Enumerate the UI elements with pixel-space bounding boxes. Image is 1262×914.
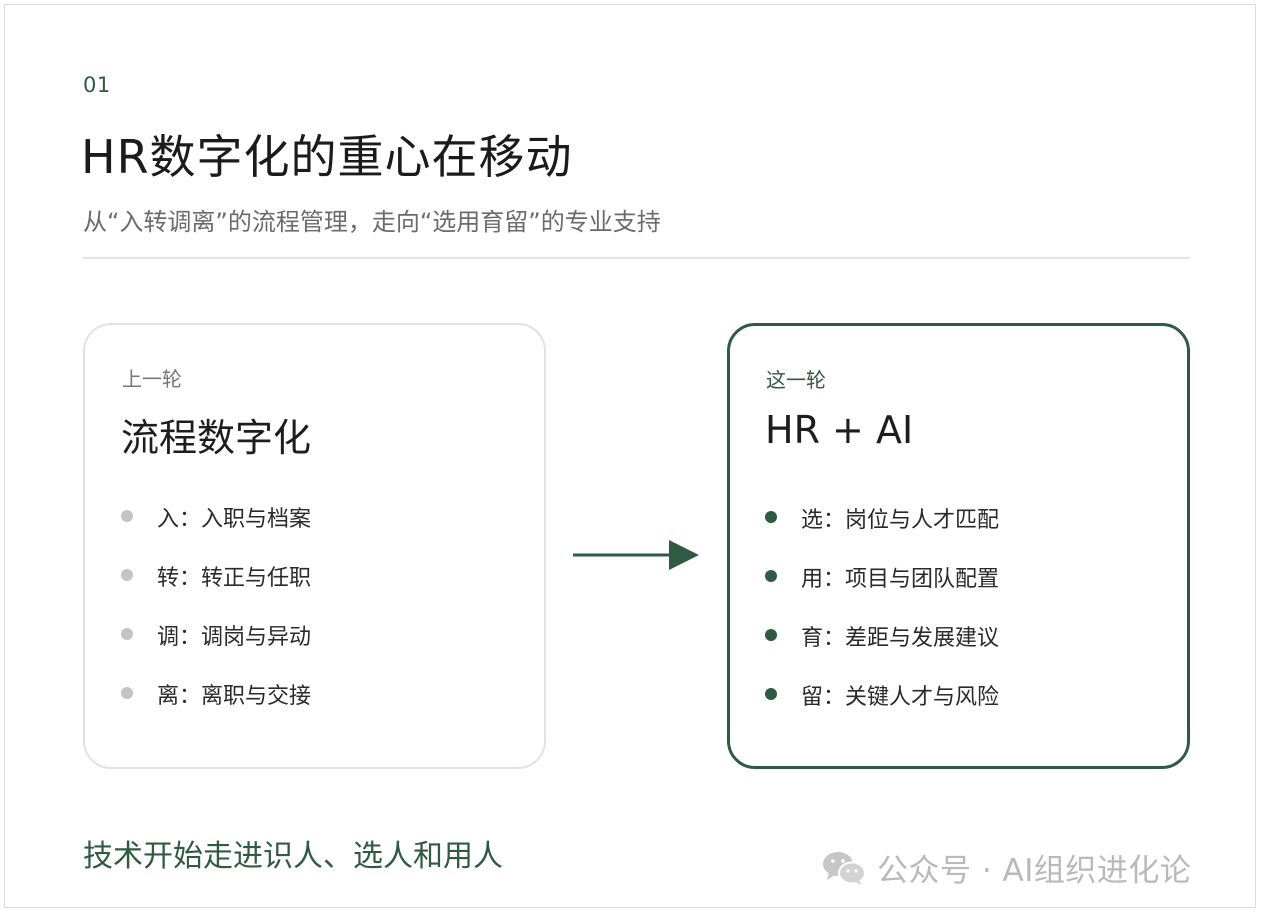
watermark-text: 公众号 · AI组织进化论 bbox=[877, 853, 1192, 889]
previous-round-card: 上一轮 流程数字化 入：入职与档案 转：转正与任职 调：调岗与异动 离：离职与交… bbox=[83, 323, 546, 769]
list-item-text: 留：关键人才与风险 bbox=[801, 685, 1000, 710]
card-list: 选：岗位与人才匹配 用：项目与团队配置 育：差距与发展建议 留：关键人才与风险 bbox=[765, 502, 999, 738]
list-item: 留：关键人才与风险 bbox=[765, 679, 999, 738]
page-subtitle: 从“入转调离”的流程管理，走向“选用育留”的专业支持 bbox=[83, 208, 661, 236]
current-round-card: 这一轮 HR + AI 选：岗位与人才匹配 用：项目与团队配置 育：差距与发展建… bbox=[727, 323, 1190, 769]
list-item-text: 调：调岗与异动 bbox=[157, 625, 312, 650]
list-item: 离：离职与交接 bbox=[121, 678, 311, 737]
card-title: 流程数字化 bbox=[121, 416, 312, 460]
list-item-text: 选：岗位与人才匹配 bbox=[801, 508, 1000, 533]
list-item: 选：岗位与人才匹配 bbox=[765, 502, 999, 561]
card-title: HR + AI bbox=[765, 408, 914, 452]
wechat-icon bbox=[823, 851, 866, 885]
bullet-dot-icon bbox=[765, 629, 777, 641]
card-label: 这一轮 bbox=[766, 368, 826, 392]
bullet-dot-icon bbox=[121, 569, 133, 581]
arrow-right-icon bbox=[573, 540, 699, 570]
footer-text: 技术开始走进识人、选人和用人 bbox=[83, 839, 503, 874]
header-divider bbox=[83, 257, 1190, 259]
list-item: 调：调岗与异动 bbox=[121, 619, 311, 678]
list-item-text: 入：入职与档案 bbox=[157, 507, 312, 532]
list-item-text: 离：离职与交接 bbox=[157, 684, 312, 709]
list-item: 转：转正与任职 bbox=[121, 560, 311, 619]
bullet-dot-icon bbox=[121, 628, 133, 640]
slide-frame: 01 HR数字化的重心在移动 从“入转调离”的流程管理，走向“选用育留”的专业支… bbox=[4, 4, 1256, 908]
list-item: 育：差距与发展建议 bbox=[765, 620, 999, 679]
bullet-dot-icon bbox=[121, 510, 133, 522]
list-item-text: 转：转正与任职 bbox=[157, 566, 312, 591]
list-item: 入：入职与档案 bbox=[121, 501, 311, 560]
bullet-dot-icon bbox=[121, 687, 133, 699]
list-item: 用：项目与团队配置 bbox=[765, 561, 999, 620]
card-list: 入：入职与档案 转：转正与任职 调：调岗与异动 离：离职与交接 bbox=[121, 501, 311, 737]
bullet-dot-icon bbox=[765, 570, 777, 582]
list-item-text: 育：差距与发展建议 bbox=[801, 626, 1000, 651]
watermark: 公众号 · AI组织进化论 bbox=[821, 845, 1191, 890]
bullet-dot-icon bbox=[765, 688, 777, 700]
page-title: HR数字化的重心在移动 bbox=[81, 130, 573, 184]
card-label: 上一轮 bbox=[122, 367, 182, 391]
list-item-text: 用：项目与团队配置 bbox=[801, 567, 1000, 592]
section-number: 01 bbox=[83, 73, 111, 97]
bullet-dot-icon bbox=[765, 511, 777, 523]
